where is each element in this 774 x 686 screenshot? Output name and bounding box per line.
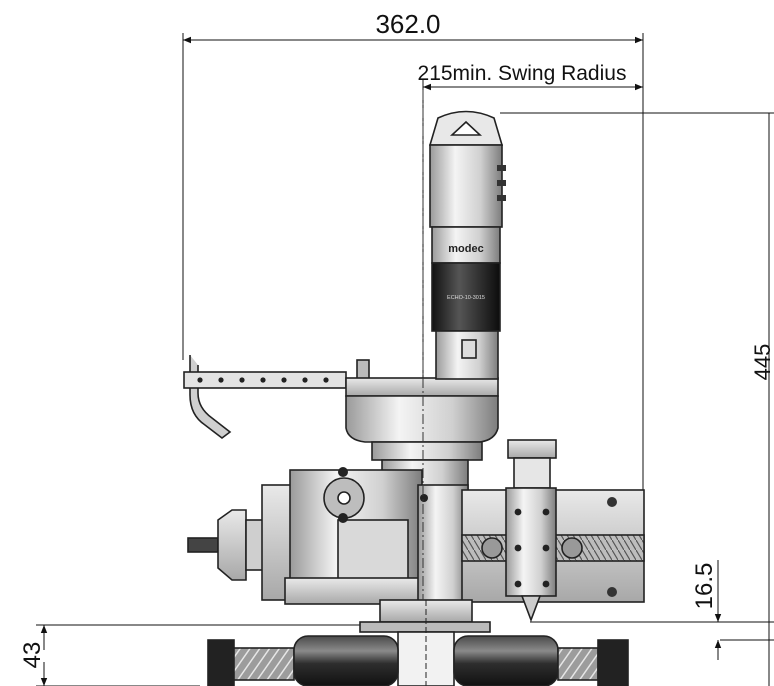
tool-holder <box>505 439 557 623</box>
gearbox <box>187 467 426 605</box>
model-label: ECHO-10-3015 <box>447 295 485 301</box>
motor-column: modec ECHO-10-3015 <box>428 110 506 380</box>
right-roller <box>453 635 629 686</box>
perforated-arm <box>183 355 347 440</box>
overall-height-label: 445 <box>750 344 774 381</box>
base-height-label: 43 <box>19 642 46 669</box>
dimension-overall-height: 445 <box>500 112 774 686</box>
overall-width-label: 362.0 <box>375 9 440 39</box>
swing-radius-label: 215min. Swing Radius <box>418 62 627 85</box>
base-clamp <box>359 599 491 686</box>
dimension-bottom-offset: 16.5 <box>530 560 774 660</box>
turntable-housing <box>345 359 499 491</box>
center-post <box>417 484 469 606</box>
dimension-base-height: 43 <box>19 624 380 686</box>
left-roller <box>207 635 399 686</box>
dimension-overall-width: 362.0 <box>182 9 644 600</box>
bottom-offset-label: 16.5 <box>691 563 718 610</box>
brand-label: modec <box>448 243 483 255</box>
